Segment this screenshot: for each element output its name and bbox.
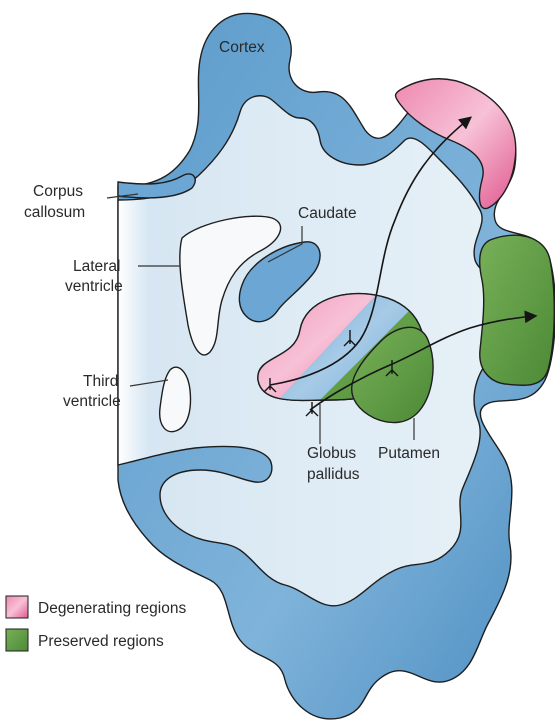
label-corpus: Corpus (33, 183, 83, 200)
legend-swatch-degenerating (6, 596, 28, 618)
label-ventricle-lateral: ventricle (65, 278, 123, 295)
legend: Degenerating regions Preserved regions (6, 596, 186, 651)
preserved-cortex (480, 235, 555, 385)
label-cortex: Cortex (219, 39, 265, 56)
label-pallidus: pallidus (307, 466, 360, 483)
label-lateral: Lateral (73, 258, 120, 275)
label-putamen: Putamen (378, 445, 440, 462)
legend-swatch-preserved (6, 629, 28, 651)
legend-label-degenerating: Degenerating regions (38, 600, 186, 617)
legend-label-preserved: Preserved regions (38, 633, 164, 650)
label-callosum: callosum (24, 204, 85, 221)
label-third: Third (83, 373, 118, 390)
label-globus: Globus (307, 445, 356, 462)
label-caudate: Caudate (298, 205, 357, 222)
label-ventricle-third: ventricle (63, 393, 121, 410)
